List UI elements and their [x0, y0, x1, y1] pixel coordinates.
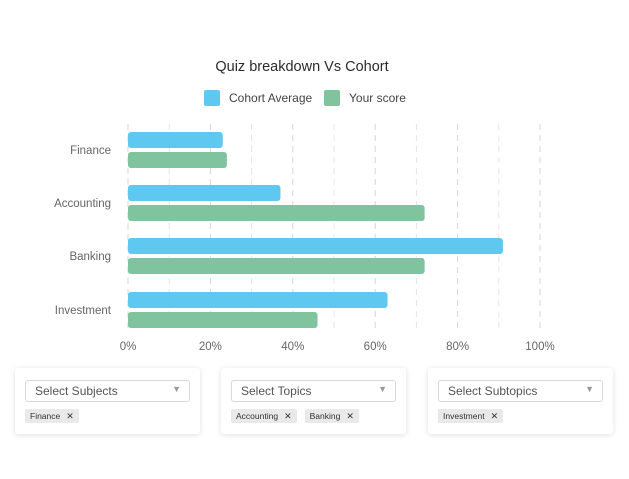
- legend-label: Your score: [349, 91, 406, 105]
- bar-accounting-score: [128, 205, 425, 221]
- close-icon[interactable]: ✕: [284, 410, 292, 421]
- close-icon[interactable]: ✕: [490, 410, 499, 421]
- chip-investment[interactable]: Investment ✕: [438, 409, 504, 423]
- chart-title: Quiz breakdown Vs Cohort: [215, 59, 388, 75]
- subtopics-select[interactable]: Select Subtopics ▼: [438, 380, 603, 402]
- legend-swatch: [324, 90, 340, 106]
- bar-finance-score: [128, 152, 227, 168]
- close-icon[interactable]: ✕: [346, 410, 354, 421]
- x-axis-ticks: 0% 20% 40% 60% 80% 100%: [120, 341, 555, 353]
- topics-select[interactable]: Select Topics ▼: [231, 380, 396, 402]
- chip-label: Accounting: [236, 411, 279, 421]
- subjects-chip-row: Finance ✕: [25, 409, 79, 423]
- chip-label: Investment: [443, 411, 485, 421]
- bar-chart: Quiz breakdown Vs Cohort Cohort Average Y…: [54, 59, 555, 353]
- topics-filter-card: Select Topics ▼ Accounting ✕ Banking ✕: [221, 368, 406, 434]
- bar-investment-cohort: [128, 292, 388, 308]
- bar-banking-cohort: [128, 238, 503, 254]
- x-tick-label: 0%: [120, 341, 137, 353]
- chip-accounting[interactable]: Accounting ✕: [231, 409, 297, 423]
- close-icon[interactable]: ✕: [66, 410, 74, 421]
- chip-label: Finance: [30, 411, 61, 421]
- bar-investment-score: [128, 312, 318, 328]
- topics-select-placeholder: Select Topics: [241, 384, 312, 398]
- subtopics-filter-card: Select Subtopics ▼ Investment ✕: [428, 368, 613, 434]
- legend-swatch: [204, 90, 220, 106]
- chip-finance[interactable]: Finance ✕: [25, 409, 79, 423]
- chip-label: Banking: [309, 411, 341, 421]
- x-tick-label: 80%: [446, 341, 469, 353]
- category-label: Finance: [70, 145, 111, 157]
- chart-legend: Cohort Average Your score: [204, 90, 406, 106]
- x-tick-label: 40%: [281, 341, 304, 353]
- subjects-filter-card: Select Subjects ▼ Finance ✕: [15, 368, 200, 434]
- subjects-select-placeholder: Select Subjects: [35, 384, 118, 398]
- subtopics-select-placeholder: Select Subtopics: [448, 384, 538, 398]
- bar-accounting-cohort: [128, 185, 281, 201]
- bar-finance-cohort: [128, 132, 223, 148]
- category-label: Investment: [55, 305, 112, 317]
- chart-bars: [128, 132, 503, 328]
- subjects-select[interactable]: Select Subjects ▼: [25, 380, 190, 402]
- topics-chip-row: Accounting ✕ Banking ✕: [231, 409, 359, 423]
- caret-down-icon: ▼: [585, 384, 594, 394]
- x-tick-label: 20%: [199, 341, 222, 353]
- category-label: Accounting: [54, 198, 111, 210]
- x-tick-label: 60%: [364, 341, 387, 353]
- caret-down-icon: ▼: [378, 384, 387, 394]
- subtopics-chip-row: Investment ✕: [438, 409, 504, 423]
- chip-banking[interactable]: Banking ✕: [304, 409, 359, 423]
- legend-label: Cohort Average: [229, 91, 312, 105]
- bar-banking-score: [128, 258, 425, 274]
- caret-down-icon: ▼: [172, 384, 181, 394]
- category-label: Banking: [69, 251, 111, 263]
- x-tick-label: 100%: [525, 341, 554, 353]
